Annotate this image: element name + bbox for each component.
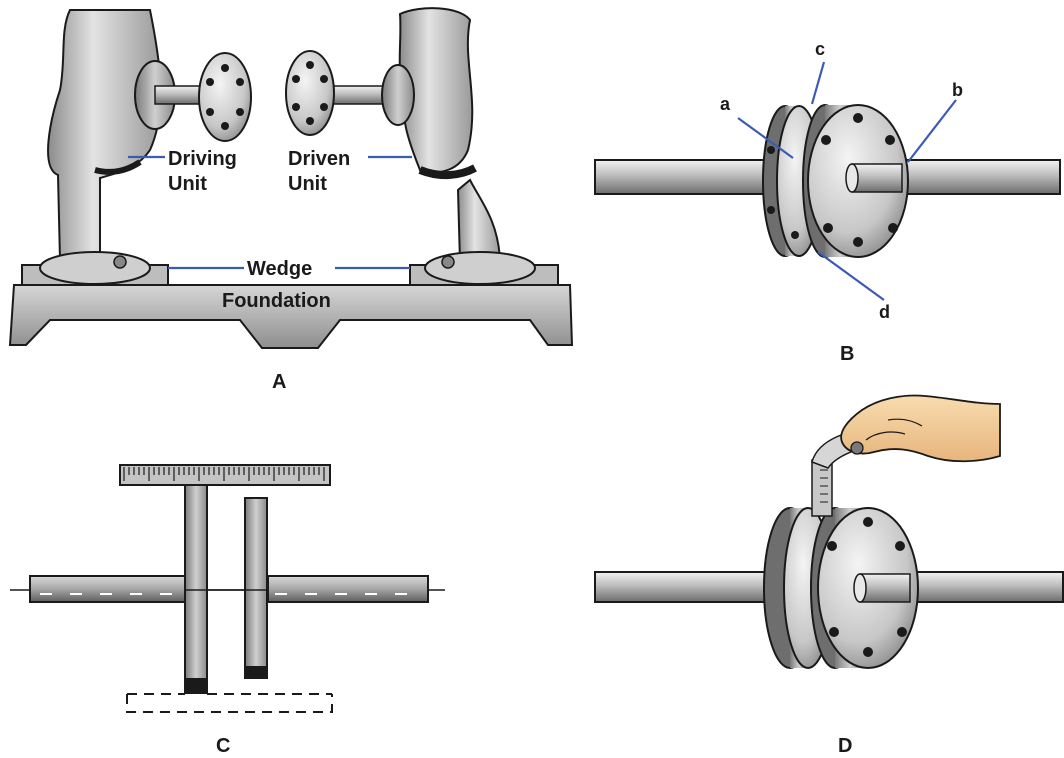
hand-illustration: [840, 394, 1001, 463]
driven-unit-label-line1: Driven: [288, 148, 350, 170]
panel-b-coupling: a c b d B: [594, 39, 1061, 365]
straightedge-ticks: [123, 467, 325, 481]
driven-flange: [285, 50, 335, 136]
foundation-label: Foundation: [222, 290, 331, 312]
flange-edge-left: [184, 484, 208, 694]
driving-unit-body: [47, 9, 162, 261]
panel-c-straightedge-check: C: [10, 464, 445, 757]
driving-unit-label-line2: Unit: [168, 173, 207, 195]
panel-b-letter: B: [840, 343, 854, 365]
driving-unit-label-line1: Driving: [168, 148, 237, 170]
coupling-part-a-label: a: [720, 94, 731, 114]
coupling-part-b-label: b: [952, 80, 963, 100]
coupling-part-c-label: c: [815, 39, 825, 59]
driven-unit-label-line2: Unit: [288, 173, 327, 195]
coupling-part-d-label: d: [879, 302, 890, 322]
panel-d-feeler-gauge-check: D: [594, 394, 1064, 757]
feeler-gauge-blade: [811, 459, 833, 517]
panel-c-letter: C: [216, 735, 230, 757]
panel-a-machinery: Driving Unit Driven Unit Wedge Foundatio…: [8, 7, 574, 393]
foundation-block: [8, 284, 574, 349]
panel-d-letter: D: [838, 735, 852, 757]
panel-a-letter: A: [272, 371, 286, 393]
driving-flange: [198, 52, 252, 142]
straightedge: [119, 464, 331, 486]
flange-edge-right: [244, 497, 268, 679]
wedge-label: Wedge: [247, 258, 312, 280]
